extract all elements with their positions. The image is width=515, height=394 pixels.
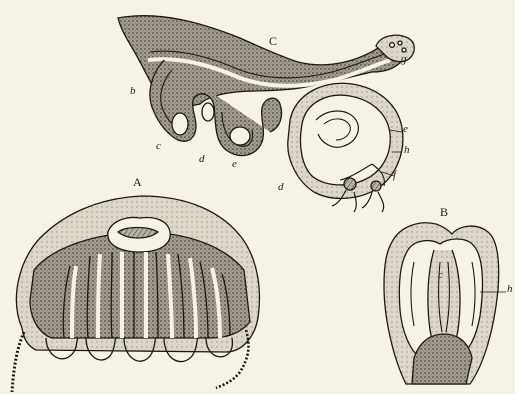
figure-c-label-b: b xyxy=(130,86,136,97)
figure-b-letter: B xyxy=(440,206,449,218)
figure-b-section xyxy=(384,223,506,384)
figure-c-label-e1: e xyxy=(232,159,237,170)
figure-b-label-h: h xyxy=(507,284,513,295)
figure-a-tentacle-left xyxy=(12,332,24,392)
figure-c-label-c: c xyxy=(156,141,161,152)
figure-c-label-d2: d xyxy=(278,182,284,193)
figure-b-label-c: c xyxy=(438,270,443,281)
figure-c-label-h: h xyxy=(404,145,410,156)
figure-c-letter: C xyxy=(269,35,278,47)
figure-c-section xyxy=(118,16,414,212)
figure-c-bell xyxy=(288,83,403,212)
figure-c-label-f: f xyxy=(393,170,396,181)
figure-a-letter: A xyxy=(133,176,142,188)
figure-c-label-d1: d xyxy=(199,154,205,165)
figure-c-label-g: g xyxy=(401,54,407,65)
figure-c-label-e2: e xyxy=(403,124,408,135)
figure-a-medusa xyxy=(12,196,259,392)
